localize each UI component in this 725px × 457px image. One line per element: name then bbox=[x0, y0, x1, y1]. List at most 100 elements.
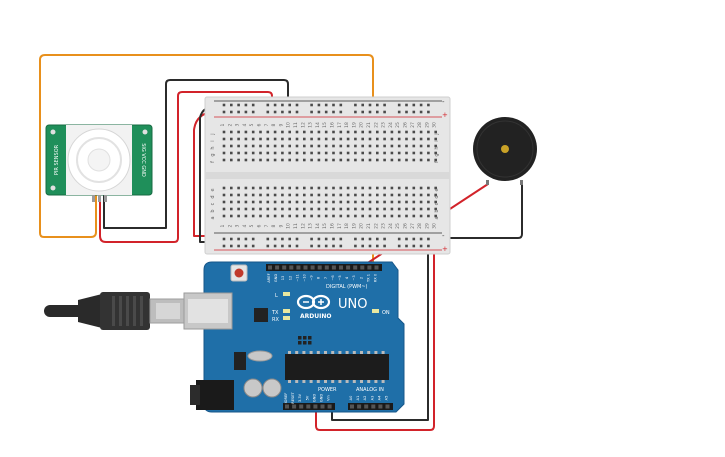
terminal-hole[interactable] bbox=[419, 151, 423, 155]
rail-hole[interactable] bbox=[332, 244, 335, 248]
rail-hole[interactable] bbox=[339, 103, 343, 107]
rail-hole[interactable] bbox=[419, 110, 423, 114]
rail-hole[interactable] bbox=[230, 244, 233, 248]
rail-hole[interactable] bbox=[266, 110, 270, 114]
terminal-hole[interactable] bbox=[266, 214, 270, 218]
terminal-hole[interactable] bbox=[405, 186, 408, 190]
digital-pin-socket[interactable] bbox=[303, 265, 308, 270]
terminal-hole[interactable] bbox=[244, 144, 248, 148]
rail-hole[interactable] bbox=[361, 110, 364, 114]
terminal-hole[interactable] bbox=[434, 193, 437, 197]
terminal-hole[interactable] bbox=[361, 186, 364, 190]
terminal-hole[interactable] bbox=[259, 186, 262, 190]
terminal-hole[interactable] bbox=[376, 207, 379, 211]
rail-hole[interactable] bbox=[339, 110, 343, 114]
terminal-hole[interactable] bbox=[324, 214, 328, 218]
buzzer-pin-negative[interactable] bbox=[520, 180, 523, 185]
terminal-hole[interactable] bbox=[434, 207, 437, 211]
terminal-hole[interactable] bbox=[317, 137, 321, 141]
power-pin-socket[interactable] bbox=[327, 404, 332, 409]
terminal-hole[interactable] bbox=[324, 200, 328, 204]
terminal-hole[interactable] bbox=[434, 186, 437, 190]
terminal-hole[interactable] bbox=[361, 158, 364, 162]
terminal-hole[interactable] bbox=[303, 214, 306, 218]
terminal-hole[interactable] bbox=[222, 193, 226, 197]
terminal-hole[interactable] bbox=[273, 151, 277, 155]
rail-hole[interactable] bbox=[281, 110, 284, 114]
terminal-hole[interactable] bbox=[281, 130, 284, 134]
rail-hole[interactable] bbox=[288, 244, 291, 248]
terminal-hole[interactable] bbox=[303, 207, 306, 211]
rail-hole[interactable] bbox=[288, 103, 291, 107]
terminal-hole[interactable] bbox=[295, 130, 299, 134]
rail-hole[interactable] bbox=[368, 110, 372, 114]
arduino-uno-board[interactable]: L TX RX ON ARDUINO UNO DIGITAL (PWM~) PO… bbox=[183, 261, 405, 413]
terminal-hole[interactable] bbox=[332, 151, 335, 155]
terminal-hole[interactable] bbox=[383, 186, 386, 190]
terminal-hole[interactable] bbox=[230, 214, 233, 218]
rail-hole[interactable] bbox=[368, 237, 372, 241]
rail-hole[interactable] bbox=[244, 237, 248, 241]
terminal-hole[interactable] bbox=[310, 158, 313, 162]
digital-pin-socket[interactable] bbox=[374, 265, 379, 270]
terminal-hole[interactable] bbox=[222, 158, 226, 162]
terminal-hole[interactable] bbox=[273, 207, 277, 211]
terminal-hole[interactable] bbox=[222, 214, 226, 218]
terminal-hole[interactable] bbox=[346, 214, 350, 218]
terminal-hole[interactable] bbox=[419, 144, 423, 148]
terminal-hole[interactable] bbox=[405, 158, 408, 162]
terminal-hole[interactable] bbox=[361, 151, 364, 155]
terminal-hole[interactable] bbox=[259, 151, 262, 155]
terminal-hole[interactable] bbox=[412, 151, 416, 155]
rail-hole[interactable] bbox=[237, 110, 240, 114]
terminal-hole[interactable] bbox=[339, 137, 343, 141]
terminal-hole[interactable] bbox=[303, 158, 306, 162]
rail-hole[interactable] bbox=[376, 244, 379, 248]
terminal-hole[interactable] bbox=[397, 151, 401, 155]
terminal-hole[interactable] bbox=[295, 137, 299, 141]
terminal-hole[interactable] bbox=[332, 200, 335, 204]
terminal-hole[interactable] bbox=[222, 144, 226, 148]
terminal-hole[interactable] bbox=[390, 207, 394, 211]
terminal-hole[interactable] bbox=[412, 207, 416, 211]
terminal-hole[interactable] bbox=[288, 158, 291, 162]
terminal-hole[interactable] bbox=[288, 200, 291, 204]
rail-hole[interactable] bbox=[419, 244, 423, 248]
digital-pin-socket[interactable] bbox=[353, 265, 358, 270]
terminal-hole[interactable] bbox=[383, 130, 386, 134]
terminal-hole[interactable] bbox=[419, 186, 423, 190]
terminal-hole[interactable] bbox=[295, 200, 299, 204]
terminal-hole[interactable] bbox=[383, 137, 386, 141]
rail-hole[interactable] bbox=[376, 103, 379, 107]
rail-hole[interactable] bbox=[244, 103, 248, 107]
terminal-hole[interactable] bbox=[346, 144, 350, 148]
terminal-hole[interactable] bbox=[412, 158, 416, 162]
digital-pin-socket[interactable] bbox=[346, 265, 351, 270]
rail-hole[interactable] bbox=[222, 244, 226, 248]
rail-hole[interactable] bbox=[383, 103, 386, 107]
terminal-hole[interactable] bbox=[251, 186, 255, 190]
terminal-hole[interactable] bbox=[427, 186, 430, 190]
rail-hole[interactable] bbox=[405, 244, 408, 248]
rail-hole[interactable] bbox=[405, 103, 408, 107]
rail-hole[interactable] bbox=[397, 244, 401, 248]
terminal-hole[interactable] bbox=[310, 130, 313, 134]
terminal-hole[interactable] bbox=[222, 200, 226, 204]
terminal-hole[interactable] bbox=[354, 137, 357, 141]
rail-hole[interactable] bbox=[324, 110, 328, 114]
terminal-hole[interactable] bbox=[259, 144, 262, 148]
terminal-hole[interactable] bbox=[346, 151, 350, 155]
terminal-hole[interactable] bbox=[310, 151, 313, 155]
rail-hole[interactable] bbox=[266, 237, 270, 241]
terminal-hole[interactable] bbox=[222, 207, 226, 211]
terminal-hole[interactable] bbox=[281, 186, 284, 190]
rail-hole[interactable] bbox=[244, 110, 248, 114]
terminal-hole[interactable] bbox=[317, 193, 321, 197]
rail-hole[interactable] bbox=[317, 103, 321, 107]
terminal-hole[interactable] bbox=[266, 200, 270, 204]
terminal-hole[interactable] bbox=[376, 214, 379, 218]
terminal-hole[interactable] bbox=[405, 144, 408, 148]
rail-hole[interactable] bbox=[427, 237, 430, 241]
terminal-hole[interactable] bbox=[324, 193, 328, 197]
rail-hole[interactable] bbox=[288, 110, 291, 114]
